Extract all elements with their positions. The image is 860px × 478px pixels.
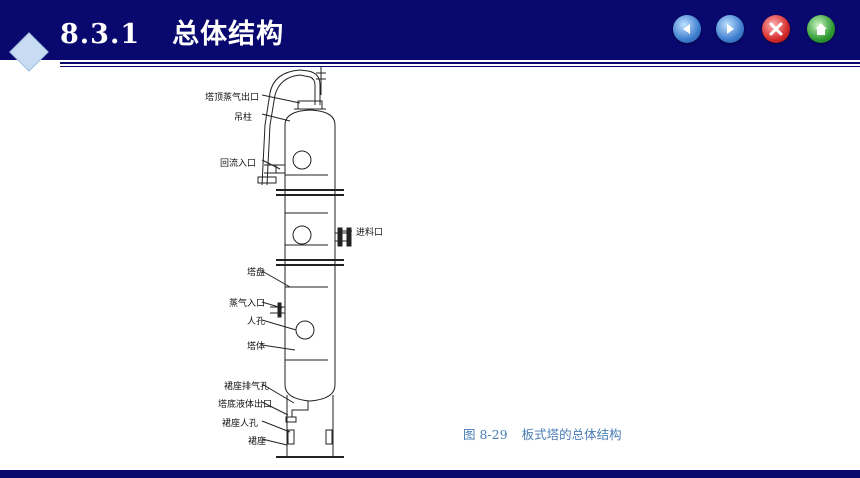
label-davit: 吊柱 bbox=[234, 113, 253, 123]
arrow-right-icon bbox=[727, 24, 734, 34]
feed-inlet bbox=[346, 227, 352, 247]
vapor-outlet-pipe bbox=[266, 74, 316, 186]
section-title: 总体结构 bbox=[172, 19, 285, 50]
manhole-3 bbox=[295, 320, 315, 340]
bottom-outlet-pipe bbox=[291, 401, 309, 417]
label-reflux-inlet: 回流入口 bbox=[220, 159, 257, 169]
label-tray: 塔盘 bbox=[247, 268, 266, 278]
caption-number: 图 8-29 bbox=[463, 427, 508, 442]
top-head bbox=[284, 109, 336, 126]
skirt-manhole-right bbox=[325, 429, 333, 445]
arrow-left-icon bbox=[683, 24, 690, 34]
home-icon bbox=[815, 23, 827, 35]
manhole-2 bbox=[292, 225, 312, 245]
close-icon bbox=[769, 22, 783, 36]
label-skirt: 裙座 bbox=[248, 437, 267, 447]
manhole-1 bbox=[292, 150, 312, 170]
label-skirt-manhole: 裙座人孔 bbox=[222, 419, 259, 429]
label-steam-inlet: 蒸气入口 bbox=[229, 299, 266, 309]
back-button[interactable] bbox=[673, 15, 701, 43]
header-rule-thin bbox=[60, 66, 860, 67]
label-tower-body: 塔体 bbox=[247, 342, 266, 352]
skirt-manhole-left bbox=[287, 429, 295, 445]
header-rule bbox=[60, 62, 860, 64]
label-top-vapor-outlet: 塔顶蒸气出口 bbox=[205, 93, 260, 103]
label-skirt-vent: 裙座排气孔 bbox=[224, 382, 270, 392]
section-number: 8.3.1 bbox=[60, 19, 141, 50]
label-feed-inlet: 进料口 bbox=[356, 228, 384, 238]
bottom-head bbox=[284, 384, 336, 402]
footer-bar bbox=[0, 470, 860, 478]
label-manhole: 人孔 bbox=[247, 317, 266, 327]
figure-caption: 图 8-29 板式塔的总体结构 bbox=[463, 424, 622, 443]
forward-button[interactable] bbox=[716, 15, 744, 43]
caption-text: 板式塔的总体结构 bbox=[521, 427, 622, 442]
reflux-inlet bbox=[257, 176, 277, 184]
plate-tower-diagram bbox=[257, 67, 352, 458]
home-button[interactable] bbox=[807, 15, 835, 43]
label-bottom-liquid-outlet: 塔底液体出口 bbox=[218, 400, 273, 410]
page-title: 8.3.1 总体结构 bbox=[60, 12, 284, 51]
top-nozzle bbox=[297, 100, 323, 110]
close-button[interactable] bbox=[762, 15, 790, 43]
steam-inlet bbox=[277, 302, 282, 318]
